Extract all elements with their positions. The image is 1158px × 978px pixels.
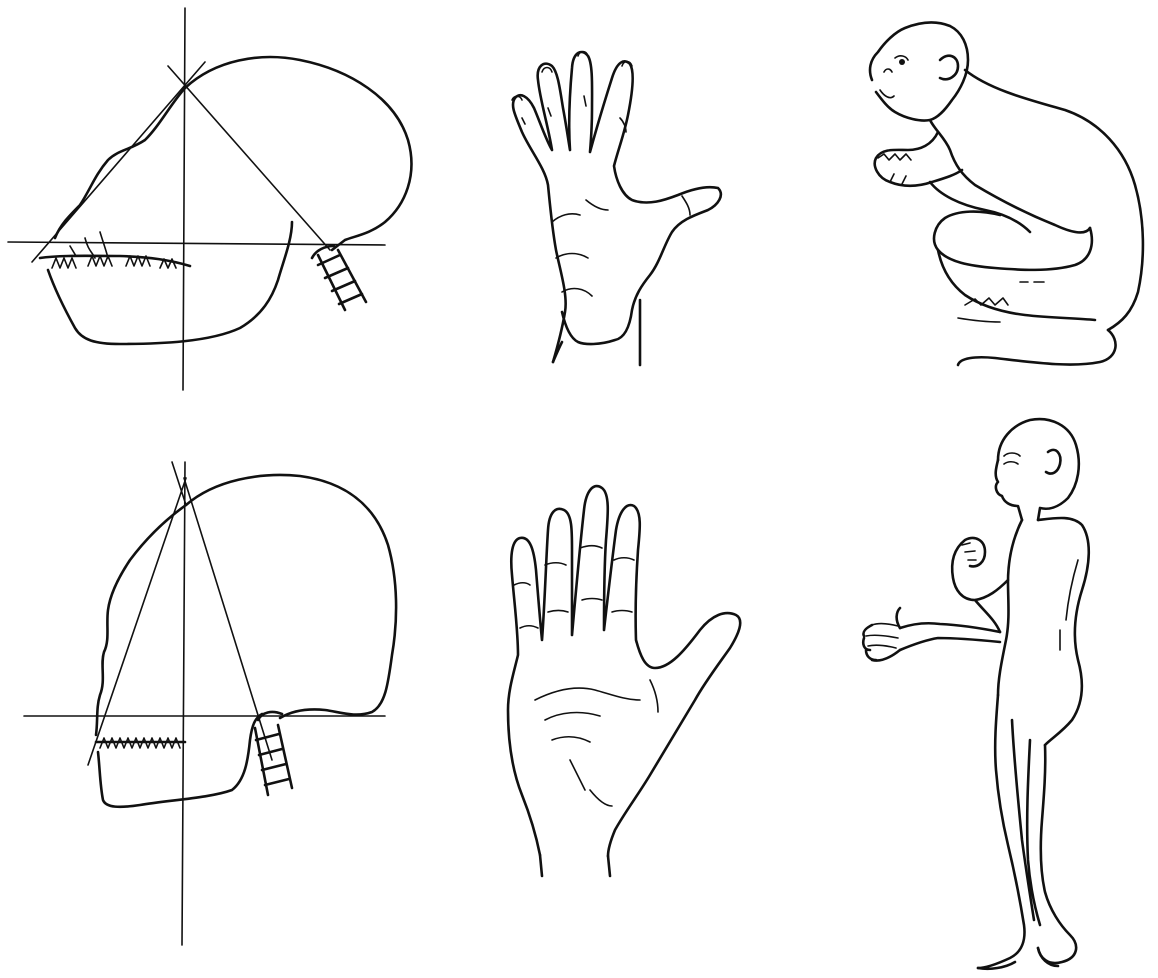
human-inner-legs (1012, 720, 1040, 925)
human-back-outline (1038, 518, 1089, 745)
human-back-leg (1038, 745, 1076, 963)
human-extended-hand (863, 608, 900, 661)
human-skull-drawing (24, 462, 396, 945)
monkey-chest-outline (930, 120, 1090, 232)
human-ear (1046, 450, 1060, 474)
monkey-eye (899, 59, 905, 65)
human-mandible (98, 714, 262, 807)
human-wrist-lines (540, 855, 610, 876)
human-chest-outline (998, 520, 1022, 695)
human-skull-vertical-axis (182, 462, 185, 945)
ape-skull-vertical-axis (183, 8, 185, 390)
human-palm-creases (535, 680, 658, 806)
ape-hand-drawing (512, 52, 721, 366)
ape-hand-outline (513, 52, 721, 362)
monkey-ear (940, 56, 958, 80)
human-eye-and-brow (1004, 453, 1020, 464)
human-hand-outline (508, 486, 740, 856)
human-face-profile (996, 460, 1022, 520)
ape-skull-drawing (8, 8, 411, 390)
human-cranium-outline (186, 475, 396, 718)
monkey-shin-and-foot (938, 250, 1095, 320)
human-raised-arm (952, 538, 1008, 632)
ape-cranium-outline (185, 57, 411, 250)
ape-face-outline (55, 88, 185, 238)
ape-skull-occipital-line (168, 66, 330, 250)
monkey-tail (958, 330, 1116, 365)
monkey-back-outline (965, 70, 1143, 330)
human-extended-fingers (866, 623, 898, 648)
ape-teeth-roots (70, 232, 108, 258)
human-raised-fingers (962, 543, 976, 560)
human-extended-arm (900, 623, 1000, 650)
human-front-leg (978, 695, 1024, 968)
ape-mandible (48, 222, 292, 344)
ape-skull-horizontal-axis (8, 242, 385, 245)
standing-human-drawing (863, 419, 1089, 969)
human-hand-drawing (508, 486, 740, 876)
crouching-monkey-drawing (870, 22, 1143, 365)
ape-neck-vertebrae (312, 246, 366, 310)
human-skull-facial-line (88, 478, 186, 765)
